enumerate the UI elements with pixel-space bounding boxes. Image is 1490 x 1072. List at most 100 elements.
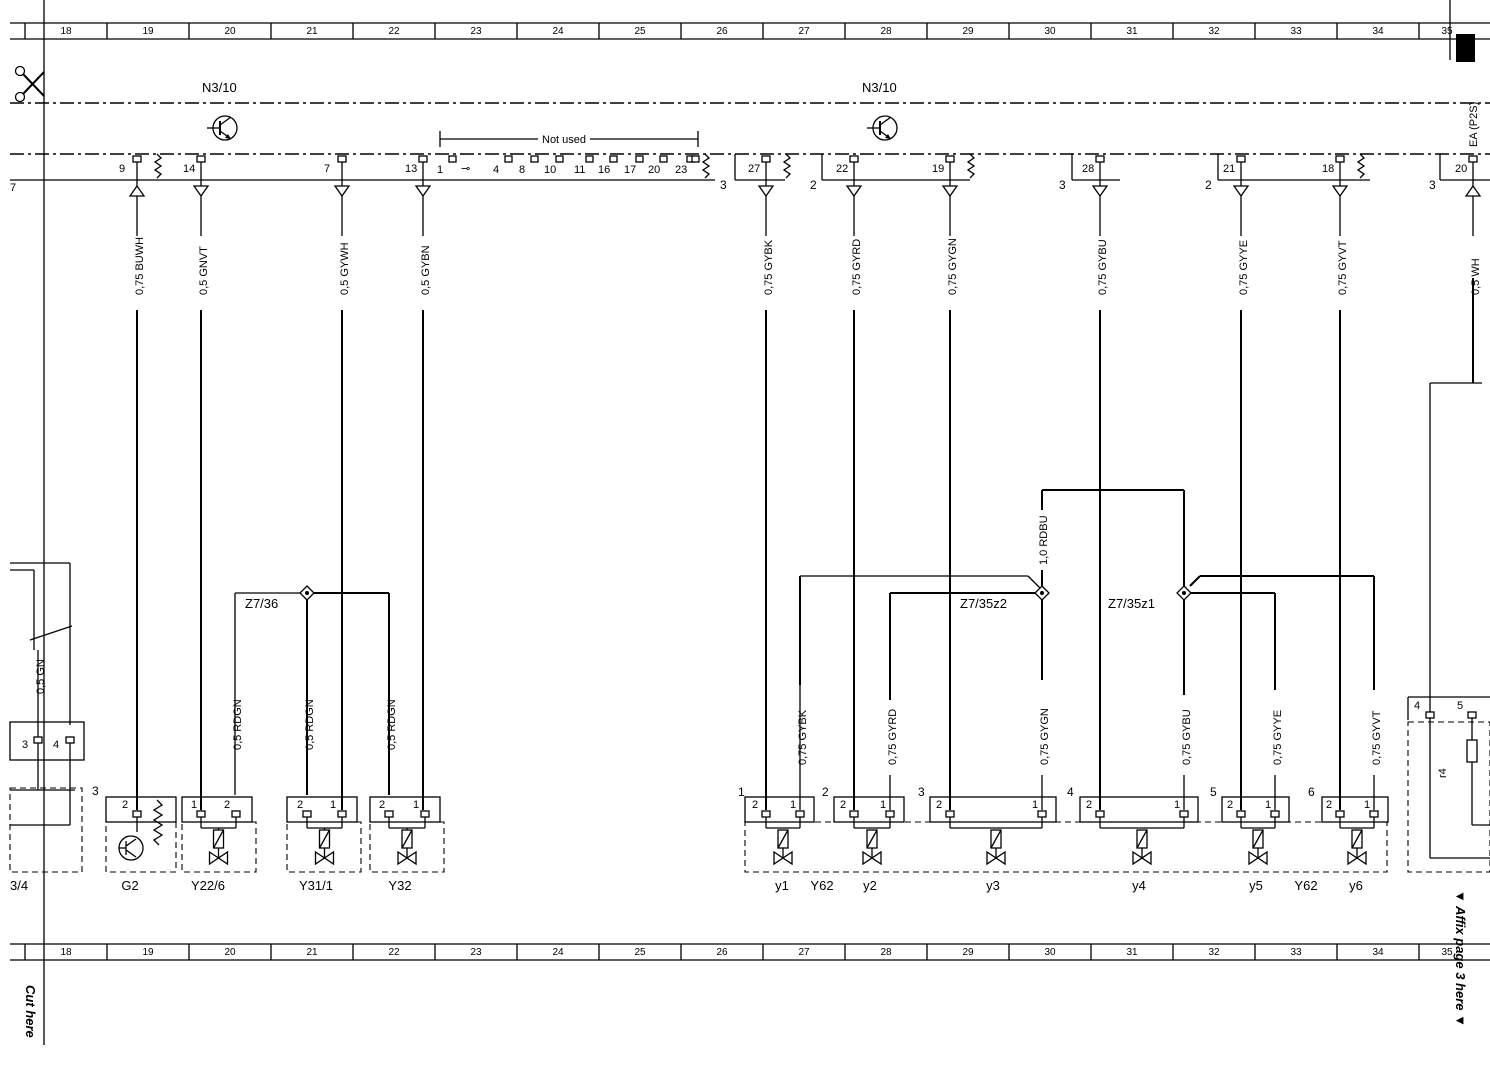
grid-column-label: 23 (470, 26, 482, 37)
y62-housing (744, 821, 1388, 873)
grid-column-label: 18 (60, 26, 72, 37)
solenoid-valve-icon (1248, 829, 1268, 866)
connector-pin (1335, 155, 1345, 163)
wire-label: 0,5 GN (35, 659, 47, 694)
grid-column-label: 33 (1290, 947, 1302, 958)
connector-pin (761, 155, 771, 163)
module-label-1: N3/10 (202, 80, 237, 95)
scissors-icon (14, 65, 45, 103)
pin-number: 14 (183, 163, 195, 175)
ground-symbol: ⊸ (461, 163, 470, 175)
connector-pin (504, 155, 513, 163)
grid-column-label: 24 (552, 26, 564, 37)
cut-here-label: Cut here (23, 985, 38, 1038)
component-label: y2 (863, 878, 877, 893)
right-component-r4: 4 5 r4 (1407, 382, 1490, 873)
solenoid-valve-icon (208, 829, 229, 866)
not-used-label: Not used (542, 134, 586, 146)
wire-label: 0,75 GYRD (887, 709, 899, 765)
connector-count: 3 (1059, 178, 1066, 192)
pin-number: 17 (624, 164, 636, 176)
connector-pin (448, 155, 457, 163)
connector-pin (132, 155, 142, 163)
slot-number: 4 (1067, 785, 1074, 799)
pin-number: 1 (437, 164, 443, 176)
component-label: Y62 (1294, 878, 1317, 893)
partial-pin-label: 7 (10, 182, 16, 194)
grid-column-label: 33 (1290, 26, 1302, 37)
signal-arrow-icon (1331, 185, 1349, 198)
signal-arrow-icon (845, 185, 863, 198)
solenoid-valve-icon (986, 829, 1006, 866)
solenoid-valve-icon (773, 829, 793, 866)
not-used-bracket: Not used (439, 131, 699, 147)
splice-label-z7-35z1: Z7/35z1 (1108, 596, 1155, 611)
component-g2: 3 2 (92, 784, 177, 873)
splice-z7-36: Z7/36 (234, 585, 390, 795)
splice-z7-35z2: Z7/35z2 (799, 490, 1050, 700)
component-label: y3 (986, 878, 1000, 893)
svg-text:2: 2 (1227, 799, 1233, 811)
pin-number: 19 (932, 163, 944, 175)
grid-column-label: 28 (880, 26, 892, 37)
slot-number: 3 (92, 784, 99, 798)
component-label: G2 (121, 878, 138, 893)
signal-arrow-icon (1464, 184, 1482, 197)
svg-text:1: 1 (880, 799, 886, 811)
solenoid-valve-icon (397, 829, 417, 866)
wire-label: 0,5 GNVT (198, 246, 210, 295)
grid-column-label: 32 (1208, 26, 1220, 37)
pin-number: 16 (598, 164, 610, 176)
connector-pin (659, 155, 668, 163)
slot-number: 2 (822, 785, 829, 799)
connector-pin (530, 155, 539, 163)
solenoid-valve-icon (1347, 829, 1367, 866)
signal-arrow-icon (941, 185, 959, 198)
component-label: y5 (1249, 878, 1263, 893)
connector-pin (635, 155, 644, 163)
left-partial-component: 3 4 0,5 GN 3/4 (9, 562, 85, 893)
grid-column-label: 21 (306, 26, 318, 37)
svg-text:1: 1 (330, 799, 336, 811)
signal-arrow-icon (1232, 185, 1250, 198)
grid-column-label: 35 (1441, 947, 1453, 958)
grid-column-label: 30 (1044, 26, 1056, 37)
splice-label-z7-35z2: Z7/35z2 (960, 596, 1007, 611)
page-marker-block (1456, 34, 1475, 62)
pin-label: 3 (22, 739, 28, 751)
grid-column-label: 25 (634, 947, 646, 958)
signal-arrow-icon (414, 185, 432, 198)
component-label: Y22/6 (191, 878, 225, 893)
pin-number: 9 (119, 163, 125, 175)
pin-label: 4 (1414, 700, 1420, 712)
grid-column-label: 19 (142, 26, 154, 37)
grid-column-label: 31 (1126, 947, 1138, 958)
svg-text:1: 1 (413, 799, 419, 811)
connector-pin (196, 155, 206, 163)
component-label: Y62 (810, 878, 833, 893)
slot-number: 1 (738, 785, 745, 799)
pin-number: 22 (836, 163, 848, 175)
wire-label: 0,5 GYBN (420, 245, 432, 295)
svg-text:1: 1 (790, 799, 796, 811)
svg-text:1: 1 (1174, 799, 1180, 811)
pin-number: 18 (1322, 163, 1334, 175)
grid-column-label: 29 (962, 947, 974, 958)
pin-label: 4 (53, 739, 59, 751)
connector-pin (555, 155, 564, 163)
svg-text:2: 2 (297, 799, 303, 811)
wire-label: 0,75 GYRD (851, 239, 863, 295)
wire-label: 0,75 BUWH (134, 237, 146, 295)
pin-number: 10 (544, 164, 556, 176)
svg-text:2: 2 (1086, 799, 1092, 811)
module-label-2: N3/10 (862, 80, 897, 95)
grid-column-label: 21 (306, 947, 318, 958)
grid-column-label: 32 (1208, 947, 1220, 958)
pin-number: 7 (324, 163, 330, 175)
